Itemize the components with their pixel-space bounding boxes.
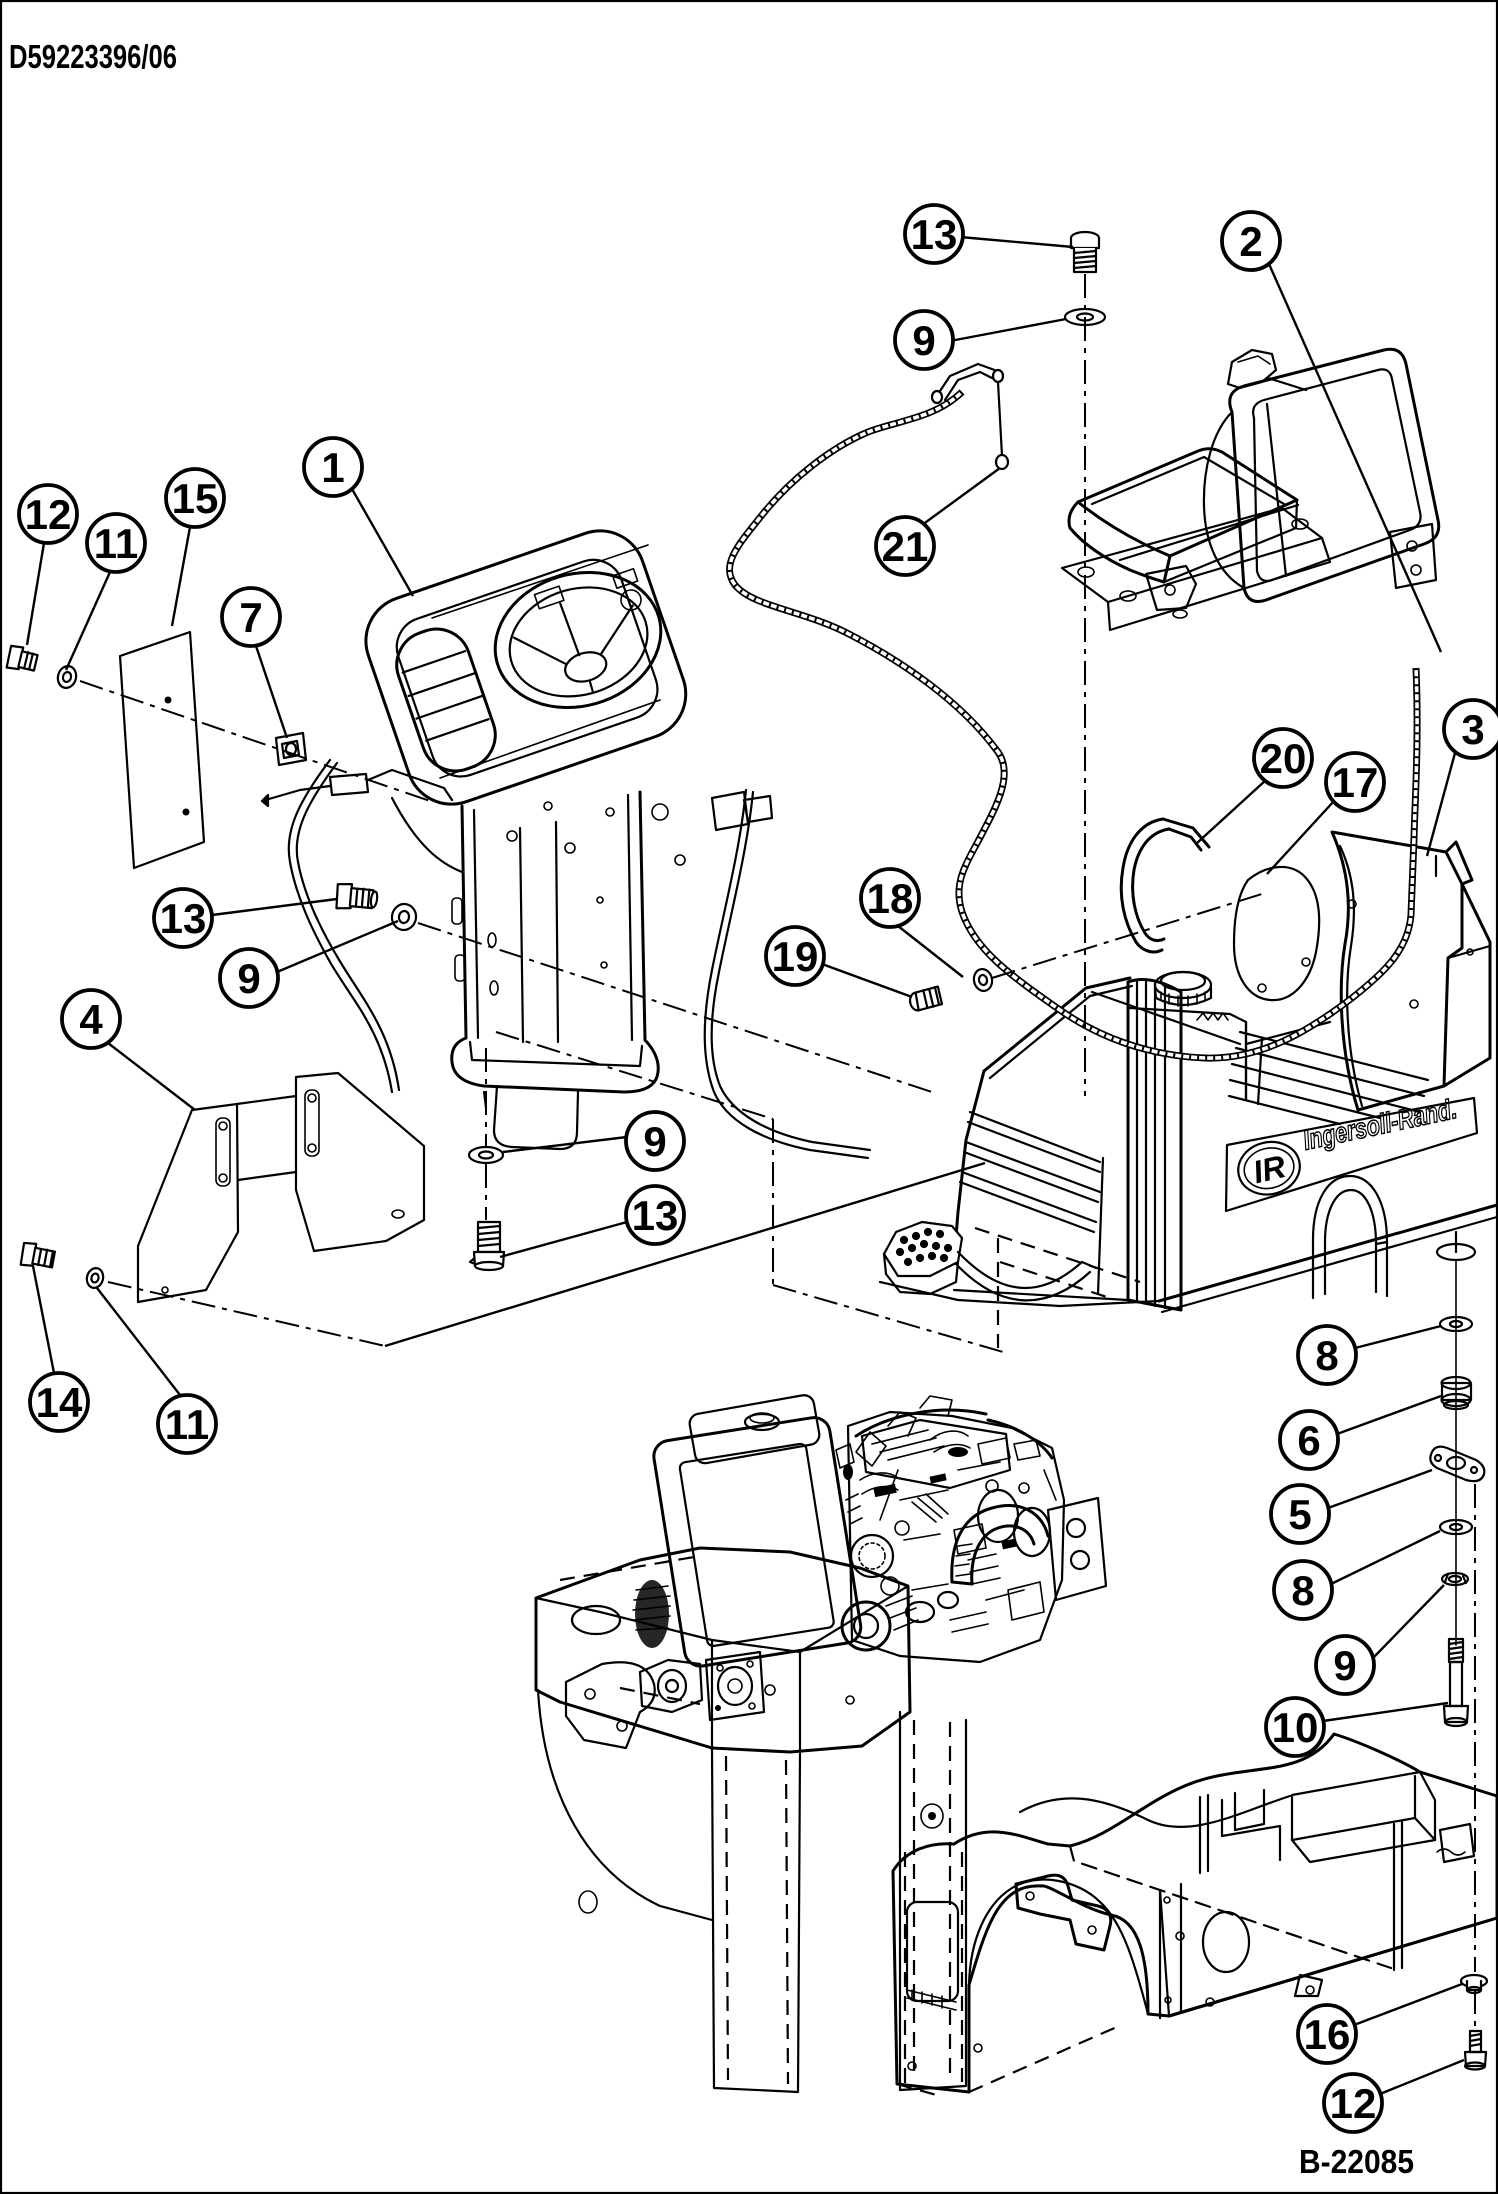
svg-text:21: 21 <box>882 523 929 570</box>
svg-text:14: 14 <box>36 1379 83 1426</box>
svg-text:15: 15 <box>172 475 219 522</box>
svg-text:18: 18 <box>867 875 914 922</box>
svg-text:6: 6 <box>1297 1417 1320 1464</box>
svg-text:5: 5 <box>1288 1491 1311 1538</box>
svg-text:2: 2 <box>1239 218 1262 265</box>
svg-text:8: 8 <box>1315 1332 1338 1379</box>
svg-text:3: 3 <box>1461 706 1484 753</box>
svg-text:20: 20 <box>1260 735 1307 782</box>
svg-text:9: 9 <box>237 955 260 1002</box>
svg-text:4: 4 <box>79 996 103 1043</box>
svg-text:17: 17 <box>1332 759 1379 806</box>
svg-text:9: 9 <box>912 317 935 364</box>
svg-text:B-22085: B-22085 <box>1299 2143 1414 2180</box>
svg-text:16: 16 <box>1304 2011 1351 2058</box>
svg-text:13: 13 <box>632 1192 679 1239</box>
svg-text:13: 13 <box>911 211 958 258</box>
svg-text:IR: IR <box>1250 1148 1289 1190</box>
svg-text:12: 12 <box>1330 2080 1377 2127</box>
svg-text:7: 7 <box>239 594 262 641</box>
svg-text:9: 9 <box>1333 1642 1356 1689</box>
svg-text:12: 12 <box>25 491 72 538</box>
svg-text:11: 11 <box>165 1401 209 1448</box>
svg-text:9: 9 <box>643 1118 666 1165</box>
svg-text:D59223396/06: D59223396/06 <box>9 38 177 75</box>
svg-text:11: 11 <box>94 520 138 567</box>
svg-text:8: 8 <box>1291 1567 1314 1614</box>
svg-text:19: 19 <box>772 933 819 980</box>
svg-text:10: 10 <box>1272 1704 1319 1751</box>
svg-text:13: 13 <box>160 895 207 942</box>
svg-text:1: 1 <box>321 444 344 491</box>
